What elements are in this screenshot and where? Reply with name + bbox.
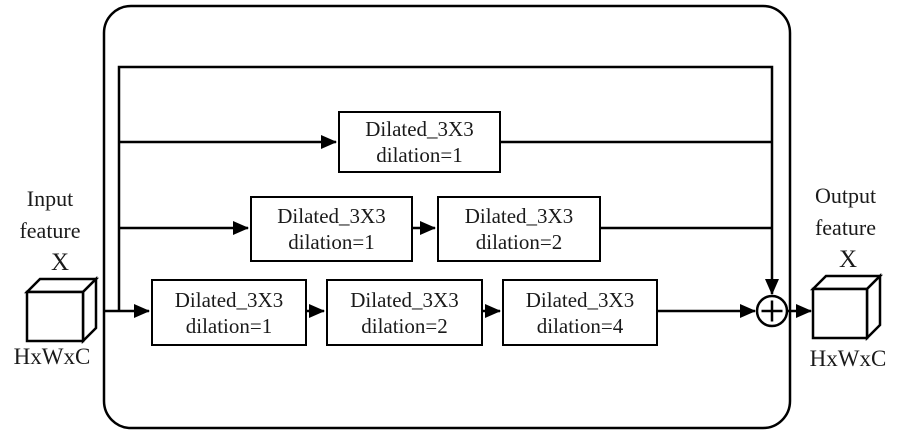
- conv-box-branch1-step1: Dilated_3X3 dilation=1: [338, 111, 501, 173]
- conv-param-label: dilation=2: [361, 313, 448, 338]
- module-boundary: [102, 4, 792, 430]
- conv-param-label: dilation=4: [536, 313, 624, 338]
- output-tensor-symbol: X: [838, 246, 858, 273]
- conv-op-label: Dilated_3X3: [464, 204, 574, 228]
- conv-box-branch3-step2: Dilated_3X3 dilation=2: [326, 279, 483, 346]
- conv-op-label: Dilated_3X3: [277, 204, 386, 228]
- output-dims-label: HxWxC: [809, 346, 887, 371]
- conv-param-label: dilation=1: [288, 230, 375, 254]
- conv-param-label: dilation=1: [376, 143, 463, 167]
- conv-param-label: dilation=1: [185, 313, 273, 338]
- trunk-skip-merge-line: [117, 65, 779, 311]
- input-feature-label: Input feature: [0, 183, 100, 247]
- output-feature-label-line1: Output: [814, 183, 877, 208]
- conv-box-branch3-step3: Dilated_3X3 dilation=4: [502, 279, 658, 346]
- conv-box-branch2-step1: Dilated_3X3 dilation=1: [250, 196, 413, 262]
- input-tensor-symbol: X: [50, 249, 70, 276]
- conv-box-branch3-step1: Dilated_3X3 dilation=1: [151, 279, 307, 346]
- output-feature-label-line2: feature: [814, 215, 877, 240]
- input-feature-label-line2: feature: [19, 218, 81, 243]
- conv-op-label: Dilated_3X3: [525, 287, 635, 312]
- input-cube-icon: [23, 275, 100, 345]
- input-dims-label: HxWxC: [13, 344, 91, 369]
- conv-op-label: Dilated_3X3: [350, 287, 459, 312]
- conv-op-label: Dilated_3X3: [365, 117, 474, 141]
- conv-param-label: dilation=2: [475, 230, 563, 254]
- conv-box-branch2-step2: Dilated_3X3 dilation=2: [437, 196, 601, 262]
- output-feature-label: Output feature: [793, 180, 898, 244]
- output-cube-icon: [809, 272, 884, 342]
- plus-icon: [761, 300, 783, 322]
- conv-op-label: Dilated_3X3: [174, 287, 284, 312]
- input-feature-label-line1: Input: [26, 186, 74, 211]
